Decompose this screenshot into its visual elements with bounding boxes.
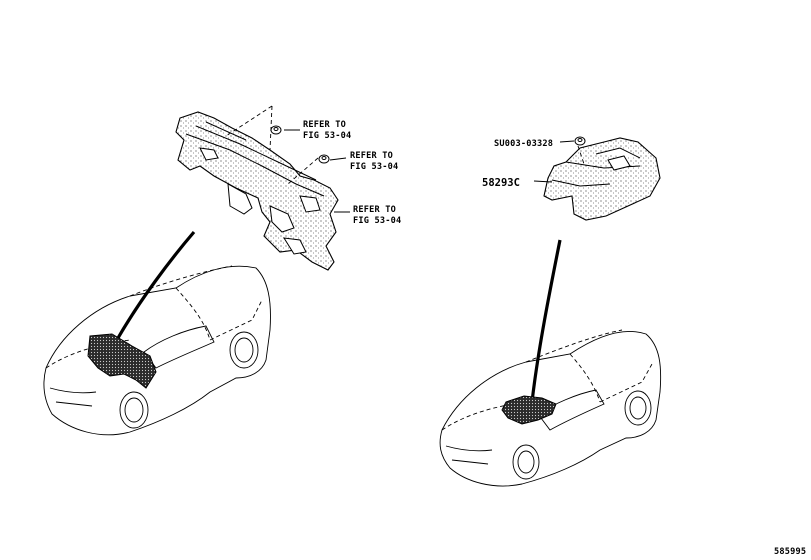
dash-panel-insulator [175,111,339,271]
right-leaders [533,140,585,183]
left-leaders [225,105,350,213]
refer-label-3-line1: REFER TO [353,205,396,215]
illustration-number: 585995 [774,547,806,557]
clip-icon [318,154,330,164]
refer-label-2-line2: FIG 53-04 [350,162,398,172]
left-car-insulator-highlight [87,333,157,389]
left-car-outline [43,265,271,436]
silencer-part-number: 58293C [482,177,520,189]
right-car-silencer-highlight [501,395,557,425]
refer-label-1-line2: FIG 53-04 [303,131,351,141]
refer-label-2-line1: REFER TO [350,151,393,161]
clip-icon [574,136,586,146]
refer-label-1-line1: REFER TO [303,120,346,130]
floor-silencer-part [543,137,661,221]
clip-icon [270,125,282,135]
right-pointer-arrow [530,239,562,403]
clip-part-number: SU003-03328 [494,139,553,149]
refer-label-3-line2: FIG 53-04 [353,216,401,226]
left-pointer-arrow [116,230,196,339]
